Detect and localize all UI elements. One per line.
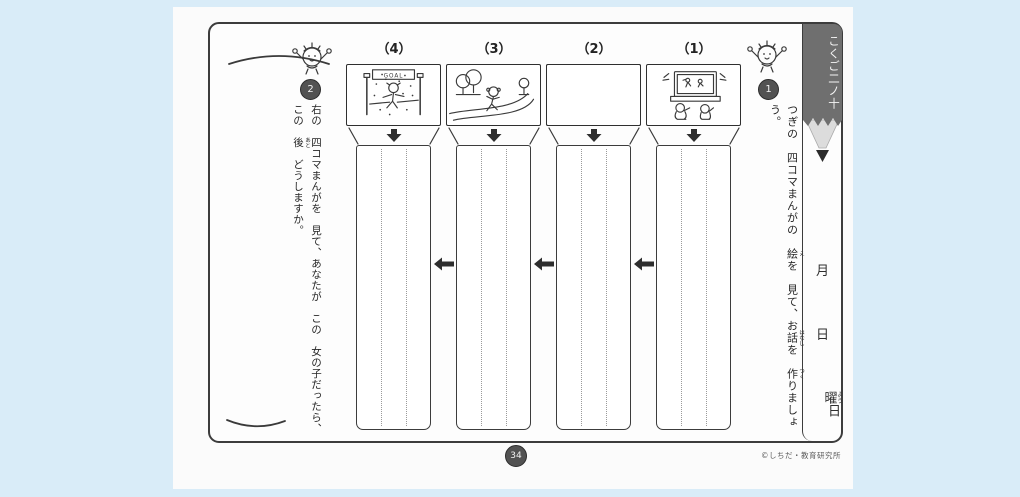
question-2-text: 右の 四コマまんがを 見て、あなたが この 女の子だったら、この 後あと どうし… (292, 104, 322, 434)
worksheet-frame: 2 右の 四コマまんがを 見て、あなたが この 女の子だったら、この 後あと ど… (208, 22, 843, 443)
panel-1-label: （1） (676, 42, 712, 57)
answer-writing-box-4 (356, 145, 431, 430)
date-column: こくご二ノ十 月 日 曜よう日 (802, 24, 843, 441)
answer-bracket-open-icon (228, 55, 330, 65)
question-1-number: 1 (765, 84, 772, 95)
writing-guide-line (581, 149, 583, 426)
writing-guide-line (605, 149, 607, 426)
goal-banner-text: GOAL (384, 73, 404, 79)
flow-connector (548, 127, 640, 145)
flow-connector (648, 127, 740, 145)
panel-1-frame (646, 64, 741, 126)
writing-guide-line (481, 149, 483, 426)
flow-connector (348, 127, 440, 145)
panel-4-frame: GOAL (346, 64, 441, 126)
page-number: 34 (510, 451, 522, 461)
panel-3-frame (446, 64, 541, 126)
kappa-mascot-icon (747, 40, 787, 73)
weekday-field-label: 曜よう日 (821, 391, 843, 417)
answer-bracket-close-icon (226, 419, 286, 428)
left-arrow-icon (434, 257, 454, 271)
panel-unit-3: （3） (446, 24, 542, 441)
panel-3-running-illustration-icon (449, 69, 535, 121)
question-1-number-badge: 1 (758, 79, 779, 100)
down-arrow-icon (686, 129, 702, 142)
worksheet-page: 2 右の 四コマまんがを 見て、あなたが この 女の子だったら、この 後あと ど… (173, 7, 853, 489)
pencil-icon: こくご二ノ十 (803, 24, 842, 116)
pencil-tip-icon (803, 116, 842, 162)
left-arrow-icon (534, 257, 554, 271)
writing-guide-line (705, 149, 707, 426)
panel-2-label: （2） (576, 42, 612, 57)
writing-guide-line (405, 149, 407, 426)
month-field-label: 月 (815, 264, 829, 279)
down-arrow-icon (586, 129, 602, 142)
sheet-title: こくご二ノ十 (827, 34, 841, 110)
panel-4-label: （4） (376, 42, 412, 57)
panel-1-tv-watching-illustration-icon (662, 71, 727, 120)
left-arrow-icon (634, 257, 654, 271)
panel-unit-1: （1） (646, 24, 742, 441)
down-arrow-icon (386, 129, 402, 142)
question-2-number: 2 (307, 84, 314, 95)
answer-writing-box-1 (656, 145, 731, 430)
question-1-text: つぎの 四コマまんがの 絵えを 見て、お話はなしを 作つくりましょう。 (768, 104, 804, 428)
page-number-badge: 34 (505, 445, 527, 467)
flow-connector (448, 127, 540, 145)
writing-guide-line (505, 149, 507, 426)
day-field-label: 日 (815, 328, 829, 343)
copyright-text: ©しちだ・教育研究所 (761, 451, 841, 460)
writing-guide-line (381, 149, 383, 426)
panel-unit-2: （2） (546, 24, 642, 441)
panel-unit-4: （4） GOAL (346, 24, 442, 441)
answer-writing-box-2 (556, 145, 631, 430)
kappa-mascot-icon (292, 42, 332, 75)
question-2-number-badge: 2 (300, 79, 321, 100)
panel-4-goal-illustration-icon: GOAL (363, 69, 424, 116)
panel-3-label: （3） (476, 42, 512, 57)
answer-writing-box-3 (456, 145, 531, 430)
writing-guide-line (681, 149, 683, 426)
down-arrow-icon (486, 129, 502, 142)
